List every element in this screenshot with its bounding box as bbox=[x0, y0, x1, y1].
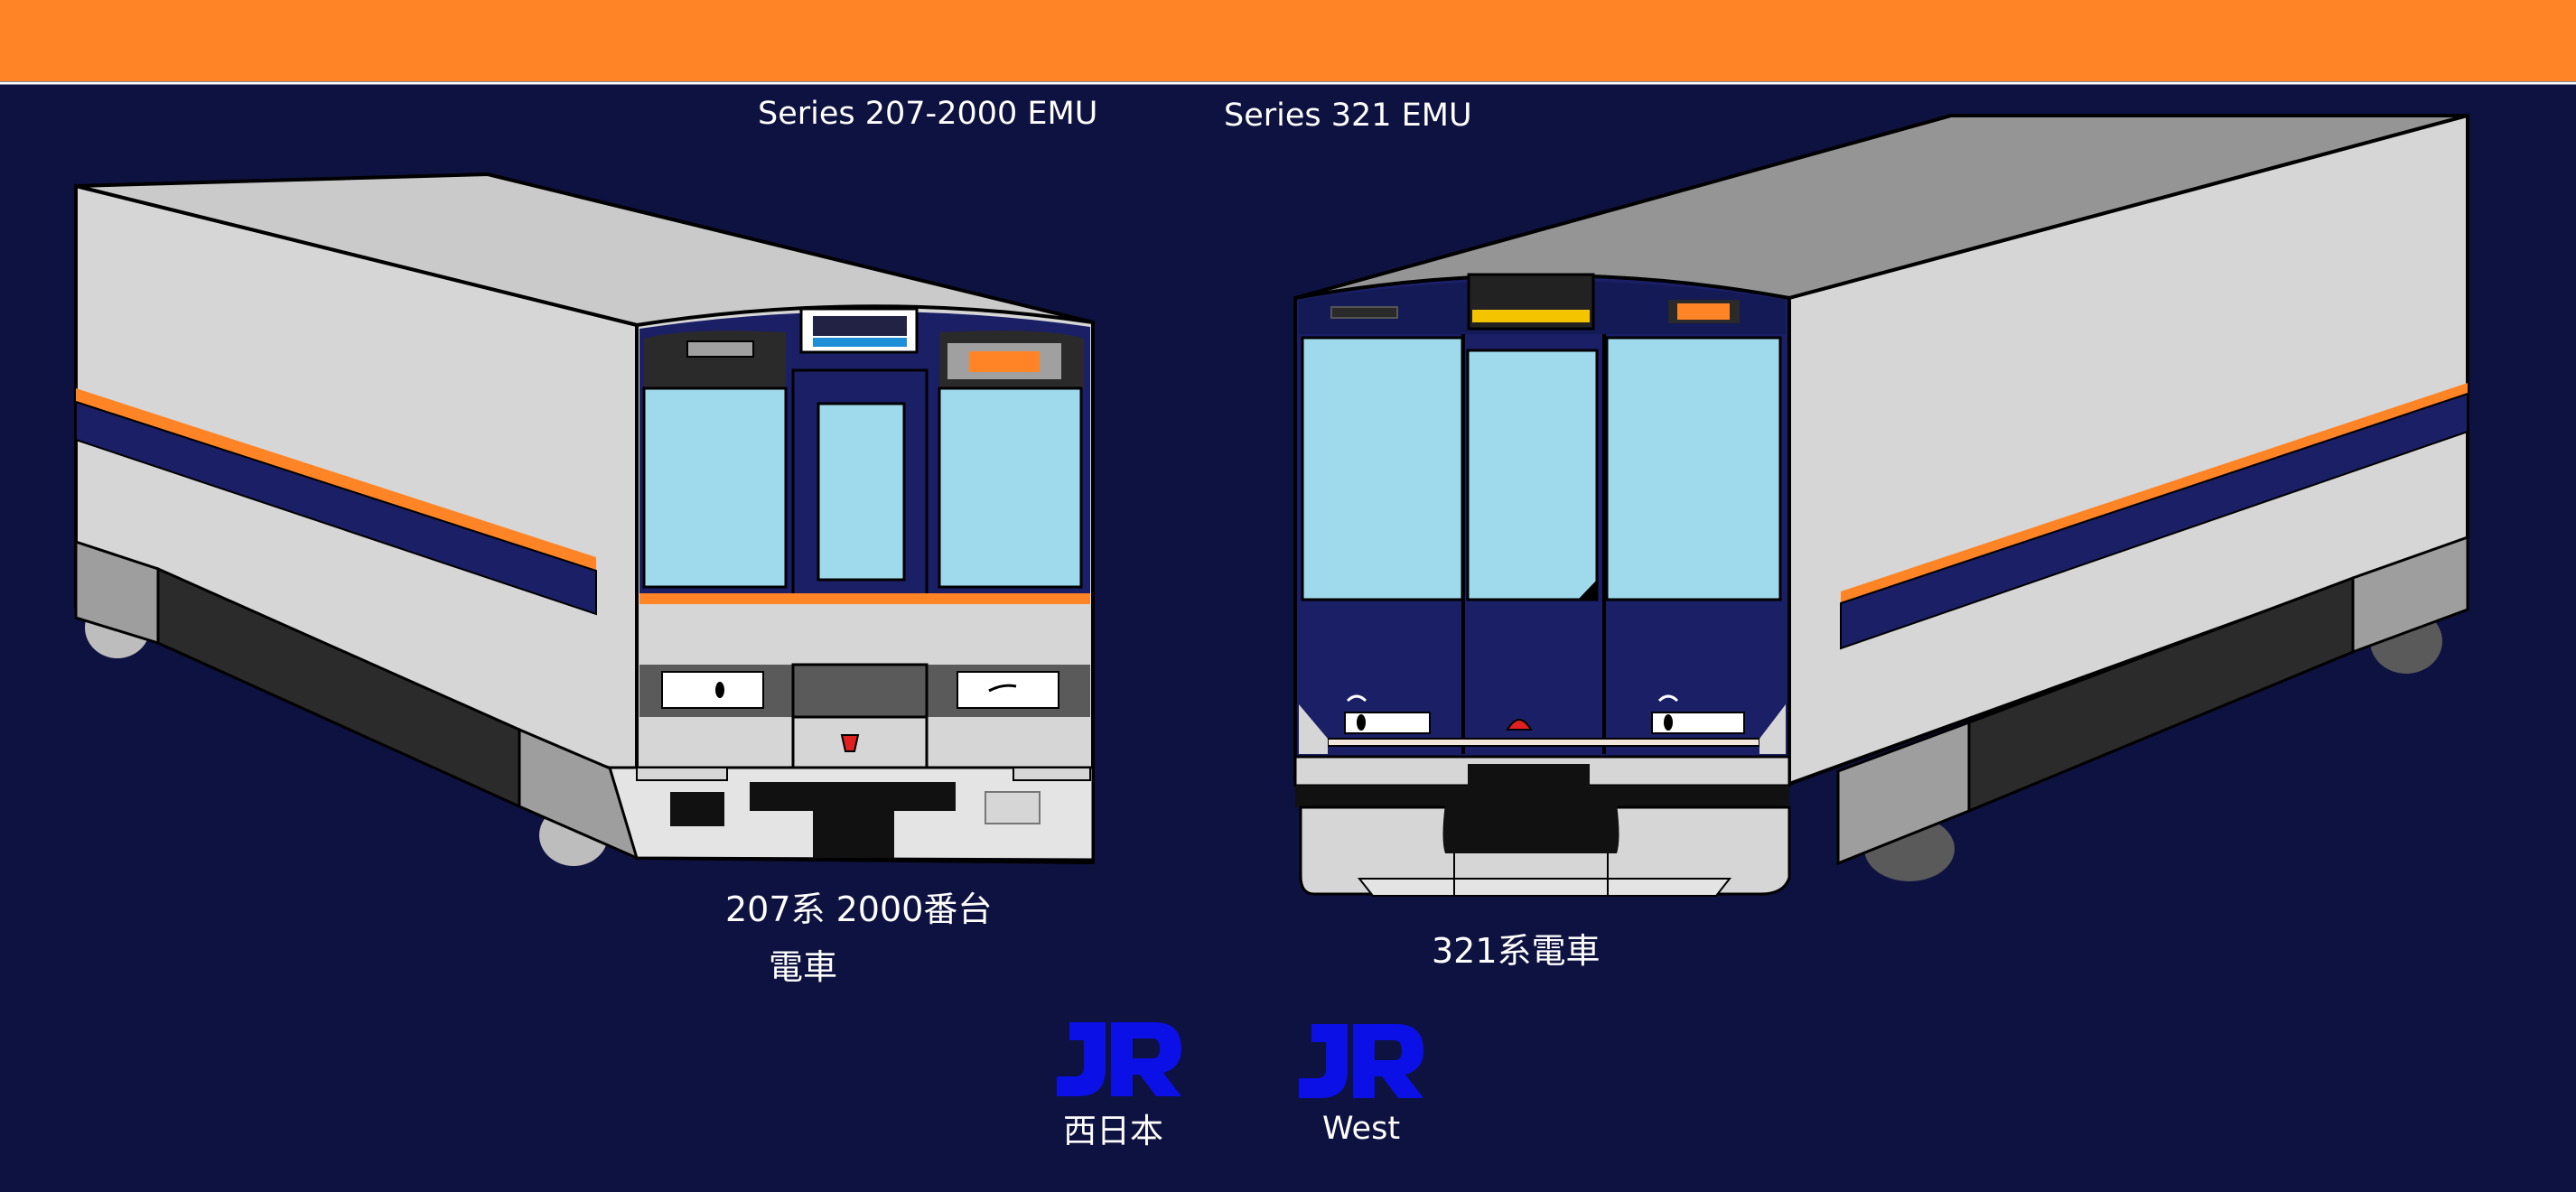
bumper-right bbox=[1013, 767, 1091, 781]
left-window bbox=[1301, 336, 1464, 601]
headlight-right-bulb bbox=[1664, 714, 1673, 731]
headlight-left-bulb bbox=[715, 682, 724, 698]
right-window bbox=[1605, 336, 1782, 601]
headlight-left bbox=[1344, 712, 1431, 734]
front-orange-belt bbox=[639, 593, 1090, 604]
headlight-right-mark bbox=[1657, 694, 1679, 703]
headlight-right bbox=[1651, 712, 1745, 734]
train-207-english-name: Series 207-2000 EMU bbox=[758, 96, 1098, 132]
right-window bbox=[938, 386, 1083, 589]
coupler bbox=[1442, 764, 1619, 853]
jr-logo-icon bbox=[1057, 1022, 1181, 1096]
skirt-front bbox=[1836, 720, 1971, 866]
center-window bbox=[1466, 349, 1599, 601]
train-207-japanese-name: 207系 2000番台 bbox=[725, 889, 993, 929]
train-321-english-name: Series 321 EMU bbox=[1224, 98, 1472, 134]
wiper-mark bbox=[1578, 580, 1597, 600]
front-corner-left bbox=[1299, 704, 1328, 754]
front-corner-right bbox=[1759, 704, 1786, 754]
train-207-illustration bbox=[74, 172, 1095, 866]
headlight-right bbox=[957, 671, 1059, 709]
logo-caption-english: West bbox=[1322, 1111, 1401, 1147]
tail-light-icon bbox=[840, 734, 860, 752]
jr-logo-icon bbox=[1299, 1024, 1423, 1098]
left-marker-light bbox=[1330, 306, 1398, 319]
stripe-orange bbox=[1841, 383, 2468, 603]
stripe-navy bbox=[1840, 392, 2469, 650]
snowplow bbox=[1357, 878, 1732, 897]
destination-display-inner bbox=[813, 316, 907, 336]
stripe-navy bbox=[75, 400, 597, 616]
stripe-orange bbox=[76, 388, 596, 571]
door-window bbox=[817, 402, 906, 582]
tail-light-icon bbox=[1506, 719, 1533, 731]
left-marker-light bbox=[686, 340, 754, 358]
train-321-japanese-name: 321系電車 bbox=[1432, 931, 1601, 971]
skirt-box-right bbox=[985, 791, 1041, 824]
train-207-japanese-name-line2: 電車 bbox=[769, 947, 838, 987]
headlight-left bbox=[661, 671, 764, 709]
left-header-block bbox=[644, 331, 786, 388]
coupler bbox=[750, 782, 956, 858]
door-lower-panel bbox=[791, 715, 929, 769]
train-321-illustration bbox=[1293, 113, 2469, 897]
headlight-right-mark bbox=[988, 684, 1017, 693]
front-belt bbox=[1327, 738, 1760, 747]
front-lower-body bbox=[639, 604, 1090, 665]
logo-caption-japanese: 西日本 bbox=[1063, 1112, 1163, 1150]
headlight-left-mark bbox=[1346, 694, 1367, 703]
left-window bbox=[642, 386, 788, 589]
bumper-left bbox=[636, 767, 728, 781]
skirt-box-left bbox=[670, 792, 724, 826]
right-marker-light-lamp bbox=[1677, 303, 1730, 320]
destination-display-strip bbox=[813, 338, 907, 347]
header-bar bbox=[0, 0, 2576, 81]
destination-display-strip bbox=[1472, 310, 1590, 322]
headlight-left-bulb bbox=[1357, 714, 1366, 731]
right-marker-light bbox=[969, 351, 1040, 372]
